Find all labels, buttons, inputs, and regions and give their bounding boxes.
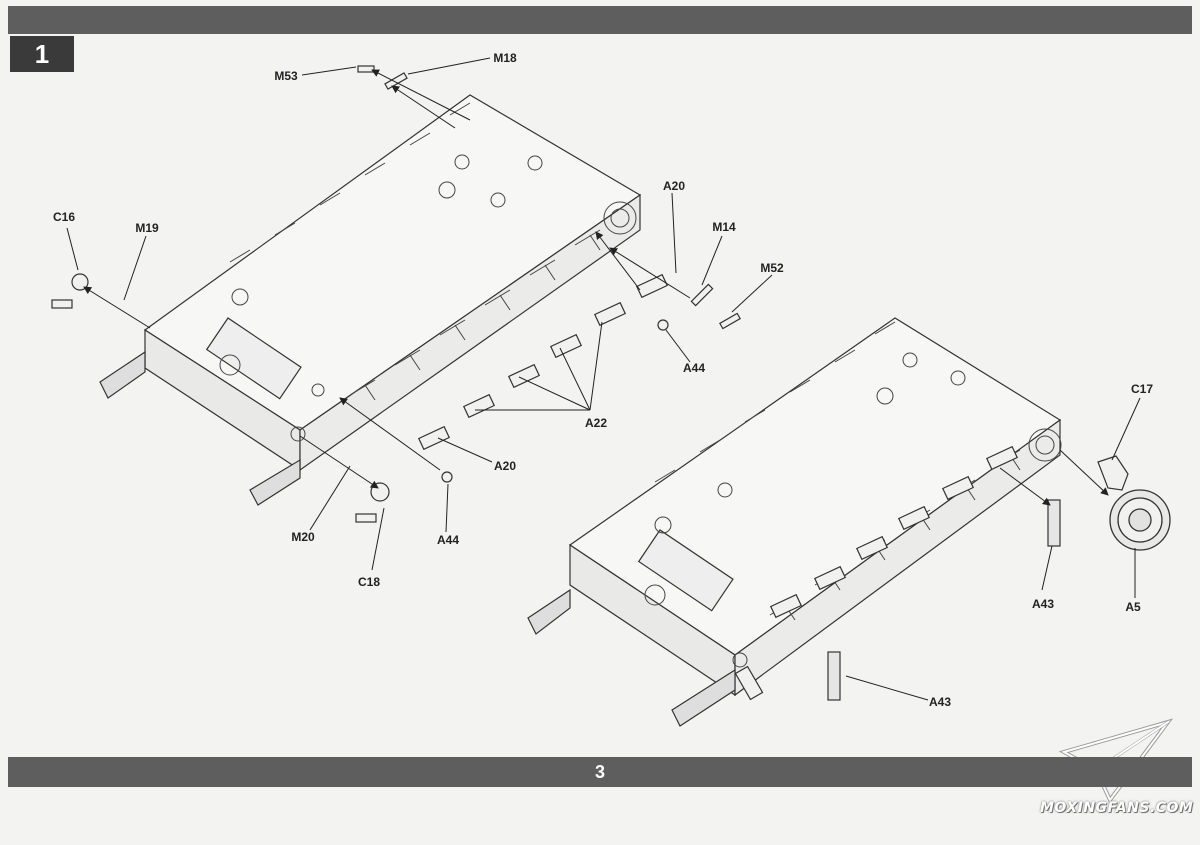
part-label-a43-right: A43 [1031,597,1055,611]
hull-left [99,94,642,506]
hull-right [527,317,1062,727]
footer-bar: 3 [8,757,1192,787]
part-label-c18: C18 [357,575,381,589]
suspension-arms-right [734,445,1129,701]
page-number: 3 [594,762,605,782]
part-label-c17: C17 [1130,382,1154,396]
part-label-a5: A5 [1125,600,1141,614]
part-label-a44-right: A44 [682,361,706,375]
part-label-m19: M19 [135,221,159,235]
part-label-m20: M20 [291,530,315,544]
hull-left-details [219,102,637,442]
suspension-arms-left [357,65,741,483]
drive-assemblies-left [51,273,390,523]
part-label-c16: C16 [52,210,76,224]
wheel-hub-a5 [1109,489,1171,551]
header-bar [8,6,1192,34]
step-number-badge: 1 [10,36,74,72]
part-label-m53: M53 [274,69,298,83]
part-label-m18: M18 [493,51,517,65]
leader-lines-left [66,57,773,571]
part-label-m52: M52 [760,261,784,275]
assembly-arrows-left [83,69,691,489]
watermark-text: MOXINGFANS.COM [1040,800,1194,816]
part-label-a44-bottom: A44 [436,533,460,547]
assembly-arrows-right [999,449,1109,506]
leader-lines-right [845,397,1141,701]
part-label-a43-bottom: A43 [928,695,952,709]
part-label-a20-top: A20 [662,179,686,193]
part-label-a22: A22 [584,416,608,430]
part-label-a20-bottom: A20 [493,459,517,473]
part-label-m14: M14 [712,220,736,234]
